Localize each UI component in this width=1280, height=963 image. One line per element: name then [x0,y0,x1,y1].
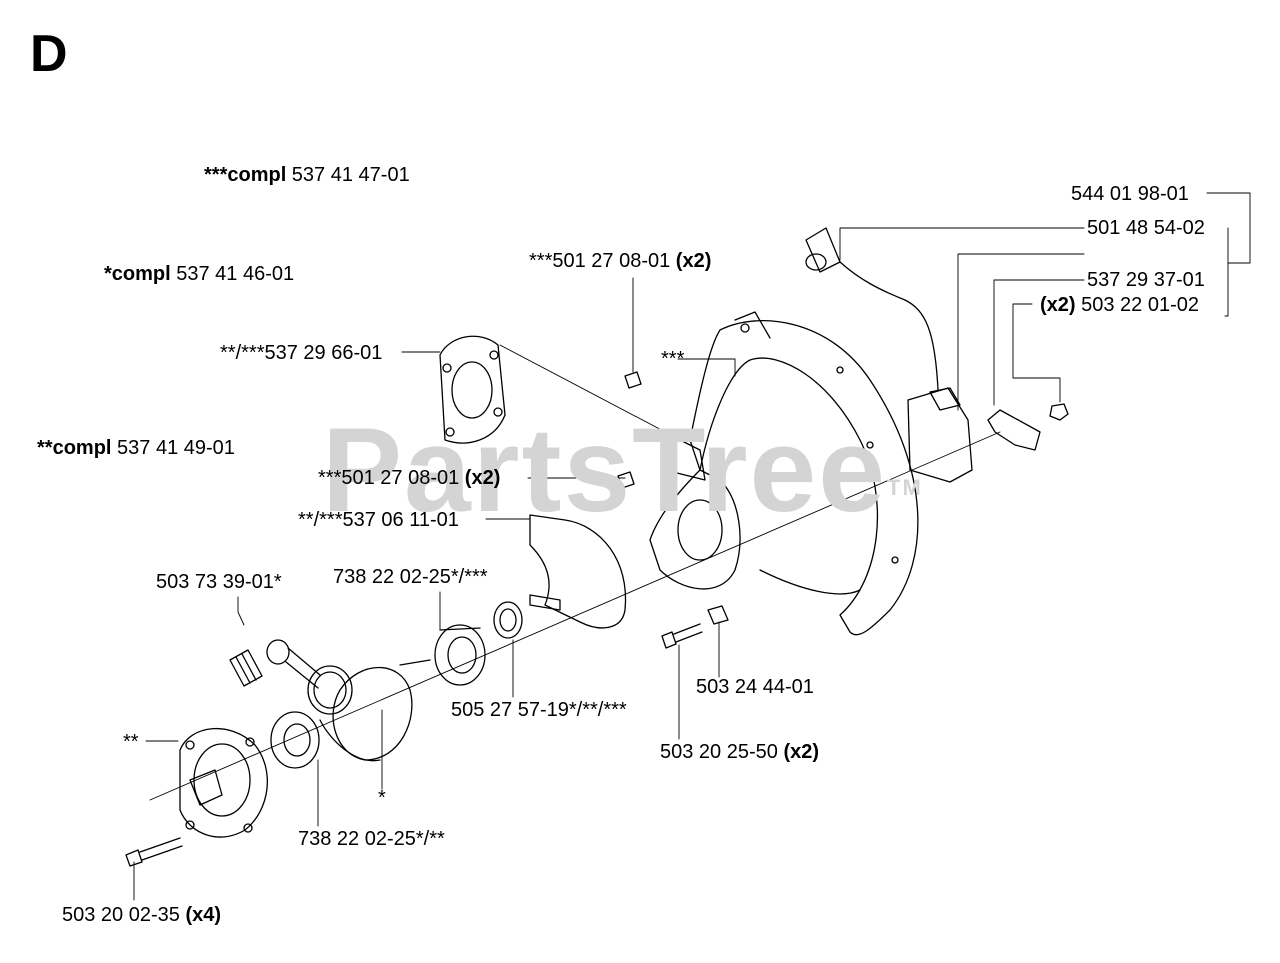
leader-lines [133,192,1251,901]
label-crankshaft: * [378,787,386,809]
dowel-pins [617,371,642,489]
section-letter: D [30,25,68,83]
oil-seal [493,601,523,639]
main-bearing-top [434,624,486,686]
label-oil-seal: 505 27 57-19*/**/*** [451,699,627,721]
label-ignition-module-kit: 544 01 98-01 [1071,183,1189,205]
crankcase-cover [179,727,268,838]
label-housing-screw: 503 20 25-50 (x2) [660,741,820,763]
cylinder-gasket [439,335,506,444]
ignition-nut [1049,403,1069,421]
label-needle-bearing: 503 73 39-01* [156,571,282,593]
label-cover-screw: 503 20 02-35 (x4) [62,904,222,926]
label-compl-537-41-49-01: **compl 537 41 49-01 [37,437,235,459]
cable-clip [707,605,729,625]
housing-screw [661,623,703,649]
ignition-bracket [987,409,1041,451]
crankshaft [313,659,431,762]
watermark: PartsTreeTM [322,403,923,537]
ignition-module [805,227,973,483]
label-ignition-bracket: 537 29 37-01 [1087,269,1205,291]
label-crankcase-frame: *** [661,348,685,370]
crankcase-frame [649,311,919,636]
connecting-rod [266,639,353,715]
needle-bearing [229,649,263,687]
label-crankcase-gasket: **/***537 06 11-01 [298,509,459,531]
label-spark-plug-boot: 501 48 54-02 [1087,217,1205,239]
label-dowel-pin-mid: ***501 27 08-01 (x2) [318,467,501,489]
label-cable-clip: 503 24 44-01 [696,676,814,698]
label-crankcase-cover: ** [123,731,139,753]
crankcase-gasket [529,514,627,629]
cover-screw [125,837,183,867]
label-cylinder-gasket: **/***537 29 66-01 [220,342,383,364]
label-main-bearing-top: 738 22 02-25*/*** [333,566,488,588]
assembly-axis [149,431,1001,801]
label-main-bearing-bottom: 738 22 02-25*/** [298,828,445,850]
main-bearing-bottom [270,711,320,769]
label-compl-537-41-46-01: *compl 537 41 46-01 [104,263,295,285]
label-compl-537-41-47-01: ***compl 537 41 47-01 [204,164,410,186]
label-ignition-nut: (x2) 503 22 01-02 [1040,294,1200,316]
label-dowel-pin-top: ***501 27 08-01 (x2) [529,250,712,272]
